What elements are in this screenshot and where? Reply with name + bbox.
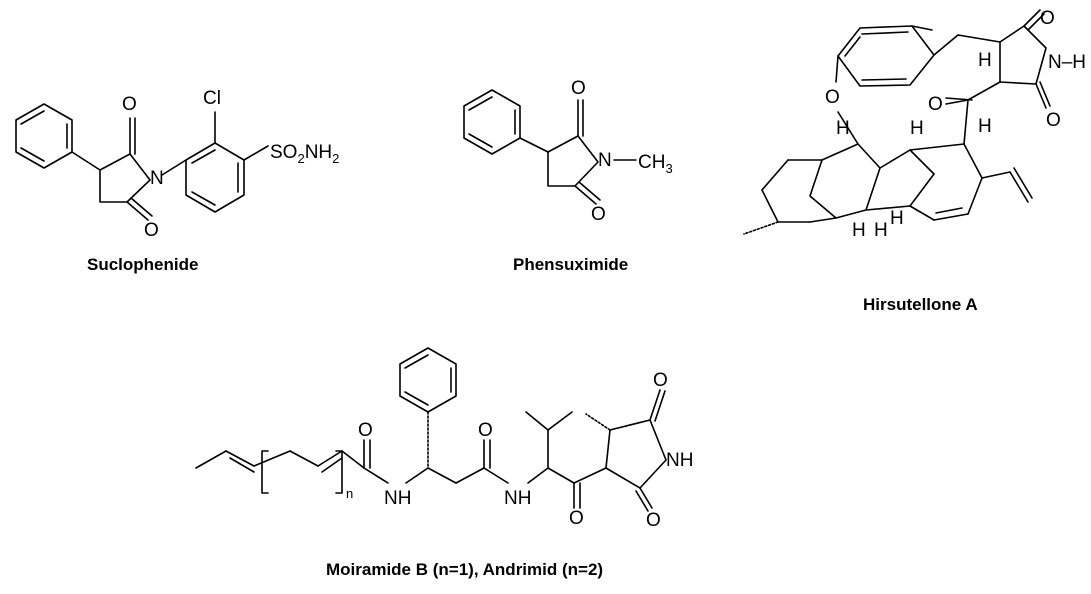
moiramide-o4-label: O <box>653 370 668 391</box>
hirsutellone-h-label: H <box>852 220 866 241</box>
hirsutellone-h-label: H <box>978 116 992 137</box>
suclophenide-so2nh2-label: SO2NH2 <box>270 142 339 166</box>
moiramide-o2-label: O <box>478 420 493 441</box>
moiramide-nh1-label: NH <box>384 488 411 509</box>
phensuximide-n-label: N <box>598 150 612 171</box>
moiramide-caption: Moiramide B (n=1), Andrimid (n=2) <box>326 560 603 579</box>
suclophenide-caption: Suclophenide <box>87 255 198 274</box>
phensuximide-o2-label: O <box>591 204 606 225</box>
hirsutellone-caption: Hirsutellone A <box>863 295 978 314</box>
suclophenide-o2-label: O <box>144 220 159 241</box>
moiramide-nh3-label: NH <box>666 450 693 471</box>
hirsutellone-h-label: H <box>978 50 992 71</box>
hirsutellone-h-label: H <box>910 118 924 139</box>
moiramide-n-subscript: n <box>346 486 353 501</box>
suclophenide-structure <box>15 103 269 221</box>
phensuximide-caption: Phensuximide <box>513 255 628 274</box>
hirsutellone-h-label: H <box>874 220 888 241</box>
hirsutellone-o-ether-label: O <box>825 87 840 108</box>
suclophenide-o1-label: O <box>122 94 137 115</box>
moiramide-o3-label: O <box>569 508 584 529</box>
hirsutellone-o-ketone-label: O <box>928 94 943 115</box>
hirsutellone-o1-label: O <box>1040 8 1055 29</box>
phensuximide-ch3-label: CH3 <box>638 152 673 176</box>
suclophenide-n-label: N <box>150 168 164 189</box>
hirsutellone-nh-label: N–H <box>1048 52 1086 73</box>
phensuximide-o1-label: O <box>571 78 586 99</box>
moiramide-o5-label: O <box>646 510 661 531</box>
suclophenide-cl-label: Cl <box>203 88 221 109</box>
hirsutellone-structure <box>743 9 1051 235</box>
moiramide-o1-label: O <box>358 420 373 441</box>
hirsutellone-h-label: H <box>836 118 850 139</box>
moiramide-structure <box>195 347 667 512</box>
phensuximide-structure <box>463 89 637 205</box>
hirsutellone-h-label: H <box>890 208 904 229</box>
hirsutellone-o2-label: O <box>1046 110 1061 131</box>
moiramide-nh2-label: NH <box>504 488 531 509</box>
